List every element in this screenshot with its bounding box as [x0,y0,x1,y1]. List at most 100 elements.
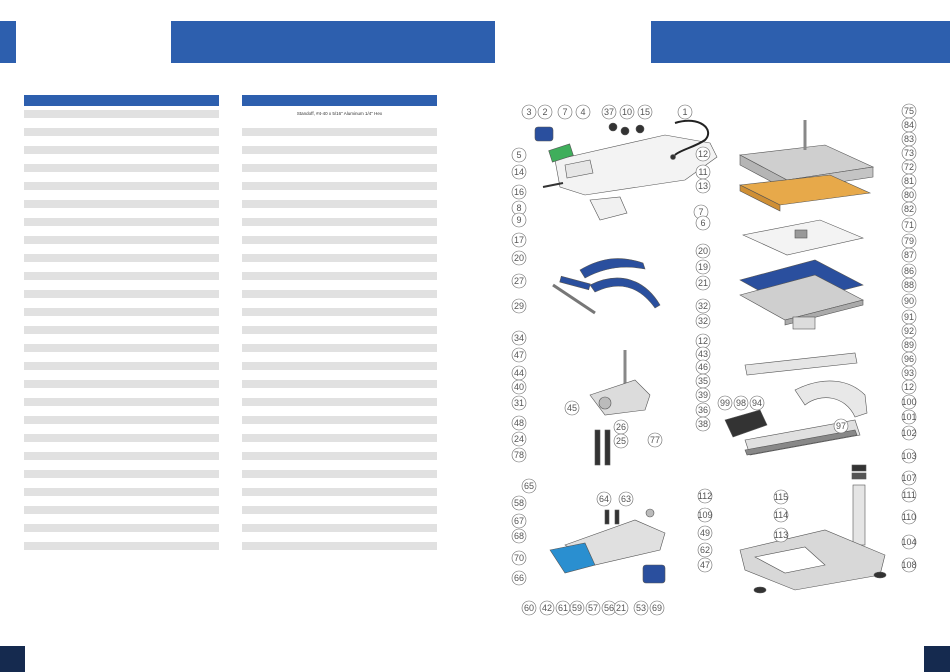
svg-text:111: 111 [902,490,916,500]
callout-39: 39 [695,387,711,403]
svg-text:25: 25 [616,436,626,446]
callout-31: 31 [511,395,527,411]
svg-text:43: 43 [698,349,708,359]
svg-text:8: 8 [516,203,521,213]
svg-text:4: 4 [580,107,585,117]
callout-12: 12 [695,333,711,349]
table-row [24,218,219,226]
callout-10: 10 [619,104,635,120]
callout-71: 71 [901,217,917,233]
table-row [24,524,219,532]
svg-text:83: 83 [904,134,914,144]
upper-arm [579,258,646,279]
callout-13: 13 [695,178,711,194]
callout-47: 47 [697,557,713,573]
svg-text:35: 35 [698,376,708,386]
svg-text:42: 42 [542,603,552,613]
table-row [24,254,219,262]
callout-73: 73 [901,145,917,161]
callout-5: 5 [511,147,527,163]
table-row [24,308,219,316]
callout-66: 66 [511,570,527,586]
svg-text:108: 108 [901,560,916,570]
callout-96: 96 [901,351,917,367]
svg-text:32: 32 [698,316,708,326]
callout-112: 112 [697,488,713,504]
table-row [24,398,219,406]
callout-92: 92 [901,323,917,339]
table-row [242,182,437,190]
callout-46: 46 [695,359,711,375]
callout-59: 59 [569,600,585,616]
callout-20: 20 [511,250,527,266]
svg-text:13: 13 [698,181,708,191]
svg-text:14: 14 [514,167,524,177]
callout-4: 4 [575,104,591,120]
svg-text:62: 62 [700,545,710,555]
callout-1: 1 [677,104,693,120]
svg-text:107: 107 [901,473,916,483]
callout-7: 7 [557,104,573,120]
svg-text:73: 73 [904,148,914,158]
callout-100: 100 [901,394,917,410]
callout-93: 93 [901,365,917,381]
svg-text:104: 104 [901,537,916,547]
parts-table-left [24,95,219,560]
callout-36: 36 [695,402,711,418]
svg-text:90: 90 [904,296,914,306]
svg-text:21: 21 [698,278,708,288]
table-row [24,542,219,550]
svg-text:44: 44 [514,368,524,378]
table-row [24,272,219,280]
svg-text:77: 77 [650,435,660,445]
svg-text:45: 45 [567,403,577,413]
callout-57: 57 [585,600,601,616]
callout-3: 3 [521,104,537,120]
callout-58: 58 [511,495,527,511]
callout-47: 47 [511,347,527,363]
svg-text:56: 56 [604,603,614,613]
callout-114: 114 [773,507,789,523]
callout-45: 45 [564,400,580,416]
callout-37: 37 [601,104,617,120]
lower-arm [589,277,661,309]
svg-text:112: 112 [698,491,712,501]
callout-104: 104 [901,534,917,550]
svg-text:63: 63 [621,494,631,504]
table-header [242,95,437,106]
table-row [242,380,437,388]
callout-97: 97 [833,418,849,434]
table-row [24,110,219,118]
svg-text:98: 98 [736,398,746,408]
callout-61: 61 [555,600,571,616]
base-plate [549,542,596,574]
callout-53: 53 [633,600,649,616]
callout-49: 49 [697,525,713,541]
callout-84: 84 [901,117,917,133]
callout-83: 83 [901,131,917,147]
callout-21: 21 [695,275,711,291]
callout-44: 44 [511,365,527,381]
svg-text:99: 99 [720,398,730,408]
svg-text:91: 91 [904,312,914,322]
table-row [242,470,437,478]
svg-text:96: 96 [904,354,914,364]
table-row [242,542,437,550]
svg-text:114: 114 [774,510,788,520]
svg-text:7: 7 [562,107,567,117]
svg-text:60: 60 [524,603,534,613]
callout-72: 72 [901,159,917,175]
svg-text:113: 113 [774,530,788,540]
callout-88: 88 [901,277,917,293]
callout-113: 113 [773,527,789,543]
svg-text:19: 19 [698,262,708,272]
svg-text:29: 29 [514,301,524,311]
parts-table-right: Standoff, #4-40 x 5/16" Aluminum 1/4" He… [242,95,437,560]
c-frame [794,380,868,418]
callout-32: 32 [695,313,711,329]
callout-67: 67 [511,513,527,529]
svg-text:36: 36 [698,405,708,415]
callout-27: 27 [511,273,527,289]
svg-text:53: 53 [636,603,646,613]
svg-text:48: 48 [514,418,524,428]
